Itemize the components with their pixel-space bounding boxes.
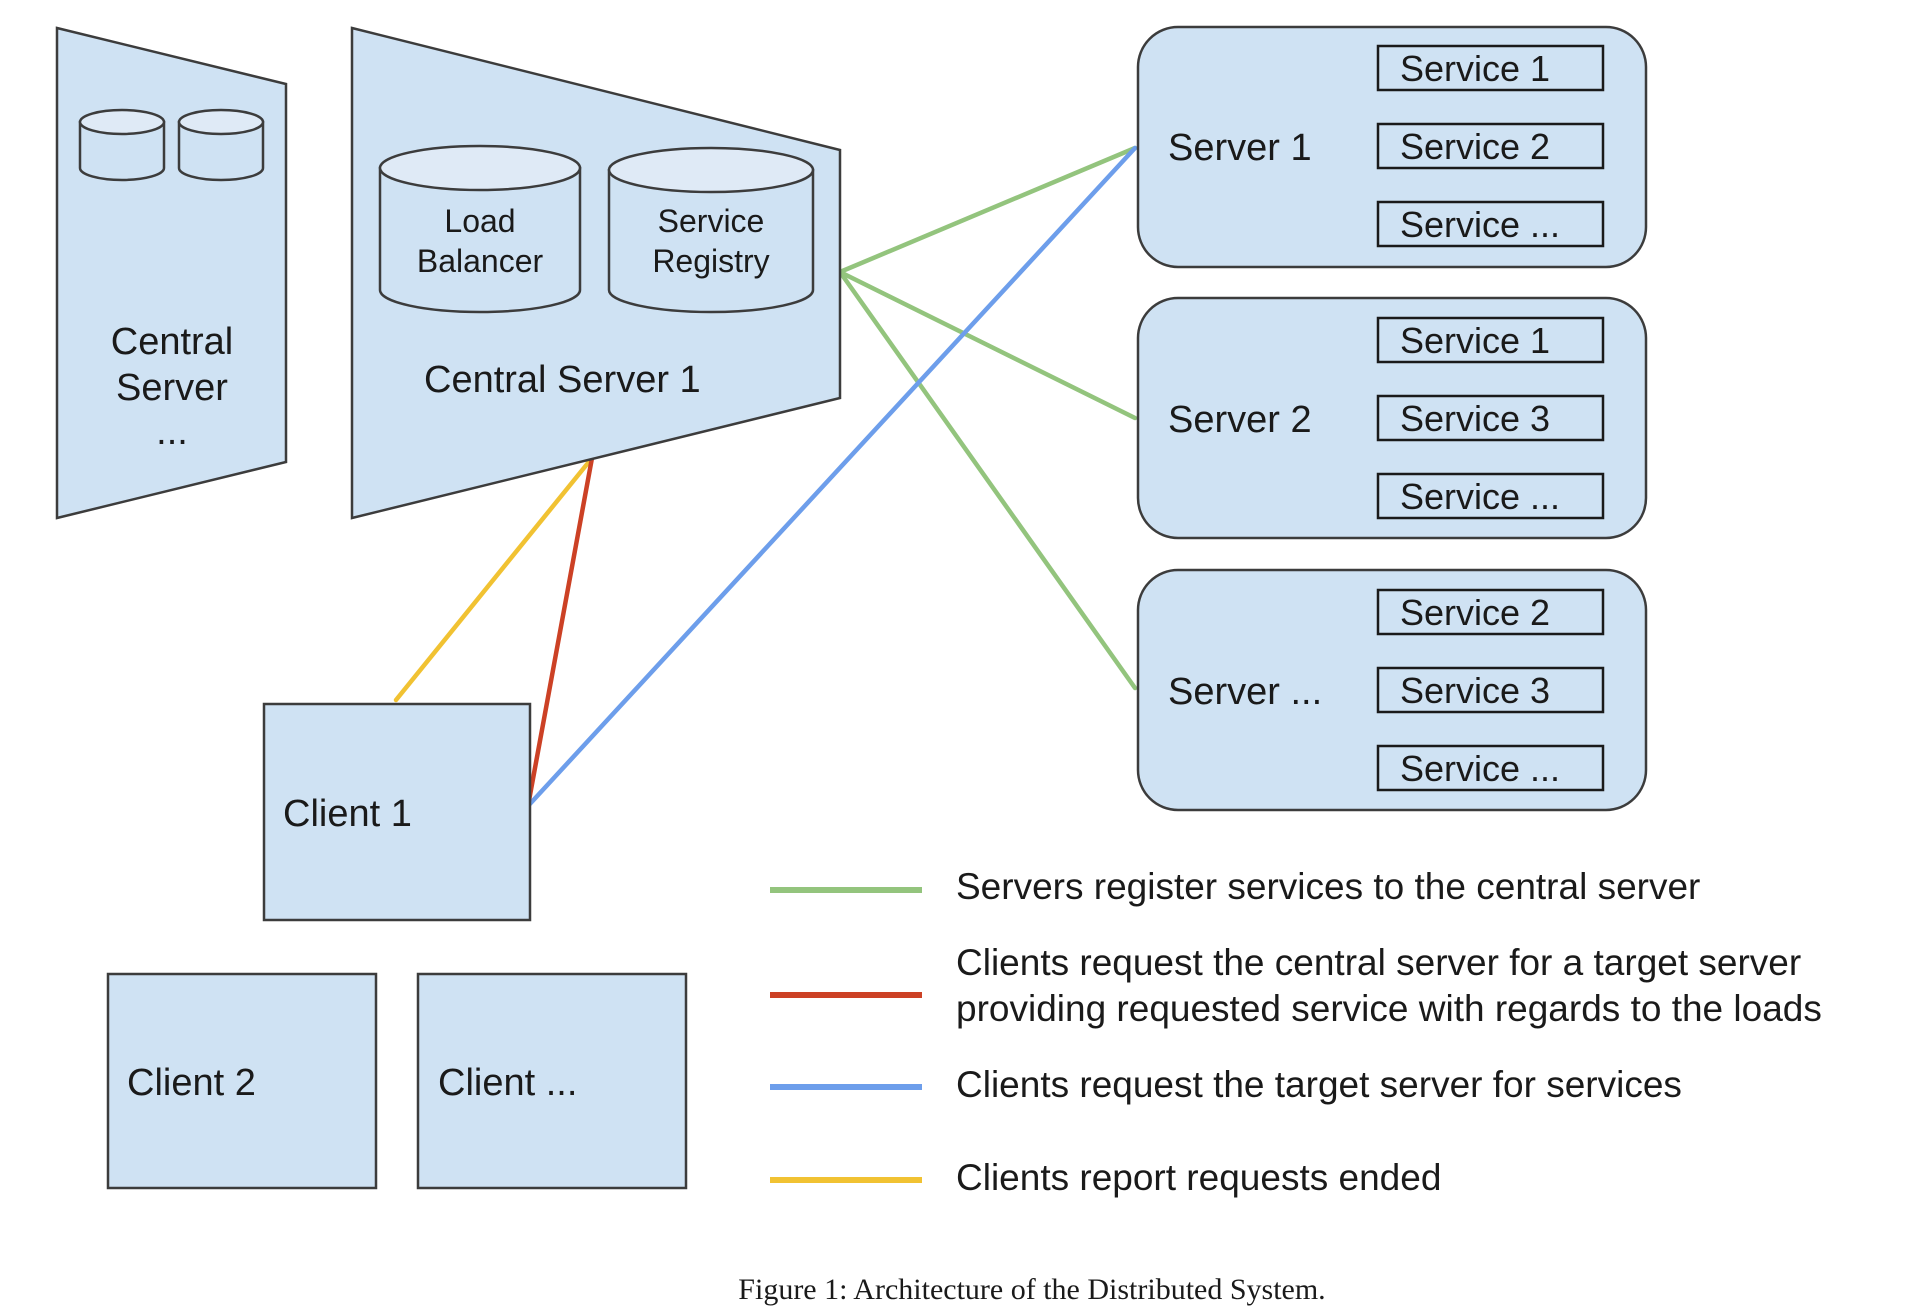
service-box	[1376, 588, 1605, 636]
load-balancer-database: Load Balancer	[378, 144, 582, 314]
server-node: Server ... Service 2 Service 3 Service .…	[1136, 568, 1648, 812]
server-name: Server 1	[1168, 127, 1312, 169]
central-server-other: Central Server ...	[55, 26, 288, 520]
service-label: Service ...	[1400, 748, 1560, 789]
database-icon	[177, 108, 265, 182]
service-box	[1376, 316, 1605, 364]
service-registry-label-line: Registry	[652, 243, 769, 279]
service-box	[1376, 666, 1605, 714]
server-name: Server ...	[1168, 671, 1322, 713]
service-label: Service 1	[1400, 320, 1550, 361]
legend-item: Clients request the target server for se…	[770, 1064, 1682, 1105]
service-label: Service 3	[1400, 670, 1550, 711]
service-label: Service ...	[1400, 476, 1560, 517]
service-label: Service 1	[1400, 48, 1550, 89]
service-box	[1376, 394, 1605, 442]
server-node: Server 1 Service 1 Service 2 Service ...	[1136, 25, 1648, 269]
edge-register-server-n	[837, 269, 1138, 691]
central-server-primary-label: Central Server 1	[424, 359, 701, 401]
edge-register-server-1	[837, 145, 1138, 275]
service-label: Service 3	[1400, 398, 1550, 439]
service-registry-database: Service Registry	[607, 146, 815, 314]
legend-label: providing requested service with regards…	[956, 988, 1822, 1029]
legend-item: Clients request the central server for a…	[770, 942, 1822, 1029]
central-server-other-label-line: ...	[156, 411, 188, 453]
edge-register-server-2	[837, 269, 1138, 421]
service-box	[1376, 472, 1605, 520]
service-box	[1376, 744, 1605, 792]
load-balancer-label-line: Balancer	[417, 243, 544, 279]
legend-item: Clients report requests ended	[770, 1157, 1441, 1198]
client-label: Client 2	[127, 1062, 256, 1104]
legend-label: Clients request the central server for a…	[956, 942, 1801, 983]
client-label: Client 1	[283, 793, 412, 835]
legend: Servers register services to the central…	[770, 866, 1822, 1198]
central-server-other-label-line: Server	[116, 367, 228, 409]
client-label: Client ...	[438, 1062, 577, 1104]
load-balancer-label-line: Load	[444, 203, 515, 239]
service-label: Service 2	[1400, 126, 1550, 167]
client-node: Client 2	[106, 972, 378, 1190]
edge-report-ended	[393, 455, 595, 703]
server-name: Server 2	[1168, 399, 1312, 441]
legend-label: Clients request the target server for se…	[956, 1064, 1682, 1105]
connections	[393, 145, 1138, 809]
central-server-primary: Load Balancer Service Registry Central S…	[350, 26, 842, 520]
service-registry-label-line: Service	[658, 203, 765, 239]
edge-request-central-server	[525, 455, 595, 809]
client-node: Client 1	[262, 702, 532, 922]
legend-label: Servers register services to the central…	[956, 866, 1700, 907]
edge-request-target-server	[525, 145, 1138, 809]
service-box	[1376, 44, 1605, 92]
legend-item: Servers register services to the central…	[770, 866, 1700, 907]
service-label: Service ...	[1400, 204, 1560, 245]
central-server-other-label-line: Central	[111, 321, 234, 363]
database-icon	[78, 108, 166, 182]
client-node: Client ...	[416, 972, 688, 1190]
service-box	[1376, 200, 1605, 248]
server-node: Server 2 Service 1 Service 3 Service ...	[1136, 296, 1648, 540]
service-label: Service 2	[1400, 592, 1550, 633]
figure-caption: Figure 1: Architecture of the Distribute…	[738, 1273, 1325, 1306]
service-box	[1376, 122, 1605, 170]
legend-label: Clients report requests ended	[956, 1157, 1441, 1198]
